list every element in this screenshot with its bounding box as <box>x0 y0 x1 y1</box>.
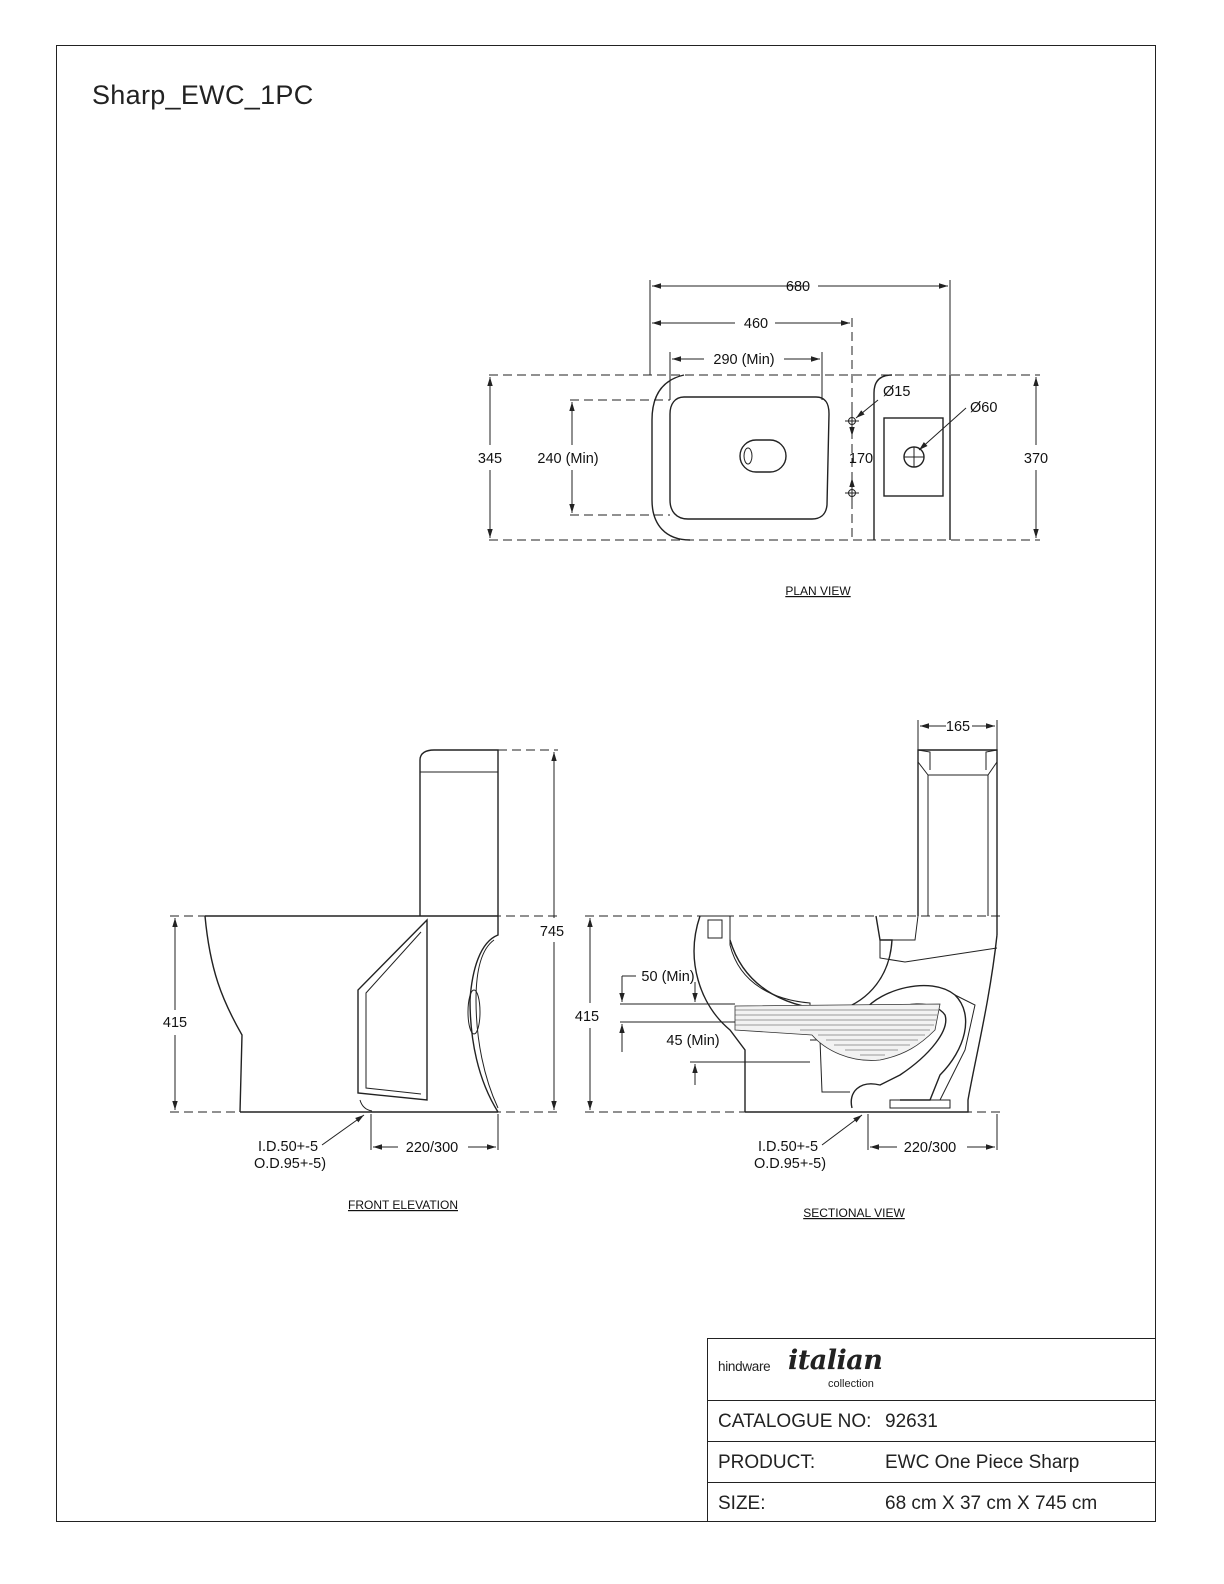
brand-logo: hindware italian collection <box>708 1339 1155 1400</box>
product-value: EWC One Piece Sharp <box>885 1452 1080 1473</box>
catalogue-row: CATALOGUE NO: 92631 <box>708 1400 1155 1441</box>
dim-section-seat-height: 415 <box>575 1009 599 1025</box>
caption-sectional-view: SECTIONAL VIEW <box>803 1206 905 1220</box>
dim-hole-spacing: 170 <box>849 451 873 467</box>
dim-water-seal: 50 (Min) <box>641 969 694 985</box>
front-elevation: 415 745 220/300 I.D.50+-5 O.D.95+-5) FRO… <box>163 749 564 1212</box>
sectional-view: 165 415 50 (Min) 45 (Min) 220/300 I.D.50… <box>575 719 1000 1220</box>
plan-view: 680 460 290 (Min) 345 240 (Min) 370 170 … <box>478 279 1048 598</box>
size-label: SIZE: <box>718 1493 766 1514</box>
dim-depth-right: 370 <box>1024 451 1048 467</box>
product-row: PRODUCT: EWC One Piece Sharp <box>708 1441 1155 1482</box>
dim-section-outlet-id: I.D.50+-5 <box>758 1139 818 1155</box>
dim-section-rough-in: 220/300 <box>904 1140 956 1156</box>
title-block: hindware italian collection CATALOGUE NO… <box>707 1338 1156 1522</box>
dim-front-outlet-id: I.D.50+-5 <box>258 1139 318 1155</box>
dim-front-outlet-od: O.D.95+-5) <box>254 1156 326 1172</box>
catalogue-label: CATALOGUE NO: <box>718 1411 872 1432</box>
dim-min-length: 290 (Min) <box>713 352 774 368</box>
dim-section-outlet-od: O.D.95+-5) <box>754 1156 826 1172</box>
dim-tank-depth: 165 <box>946 719 970 735</box>
drawing-title: Sharp_EWC_1PC <box>92 80 314 110</box>
size-row: SIZE: 68 cm X 37 cm X 745 cm <box>708 1482 1155 1522</box>
size-value: 68 cm X 37 cm X 745 cm <box>885 1493 1098 1514</box>
product-label: PRODUCT: <box>718 1452 816 1473</box>
dim-front-rough-in: 220/300 <box>406 1140 458 1156</box>
caption-front-elevation: FRONT ELEVATION <box>348 1198 458 1212</box>
brand-name: hindware <box>718 1359 771 1374</box>
drawing-border <box>56 45 1156 1522</box>
dim-trapway: 45 (Min) <box>666 1033 719 1049</box>
brand-sub: collection <box>828 1378 874 1390</box>
dim-big-hole: Ø60 <box>970 400 997 416</box>
dim-small-hole: Ø15 <box>883 384 910 400</box>
dim-min-depth: 240 (Min) <box>537 451 598 467</box>
catalogue-value: 92631 <box>885 1411 938 1432</box>
water-seal-hatch <box>734 1003 941 1061</box>
dim-front-seat-height: 415 <box>163 1015 187 1031</box>
brand-line: italian <box>788 1345 883 1376</box>
dim-bowl-length: 460 <box>744 316 768 332</box>
dim-depth-left: 345 <box>478 451 502 467</box>
dim-front-height: 745 <box>540 924 564 940</box>
dim-overall-length: 680 <box>786 279 810 295</box>
caption-plan-view: PLAN VIEW <box>785 584 851 598</box>
